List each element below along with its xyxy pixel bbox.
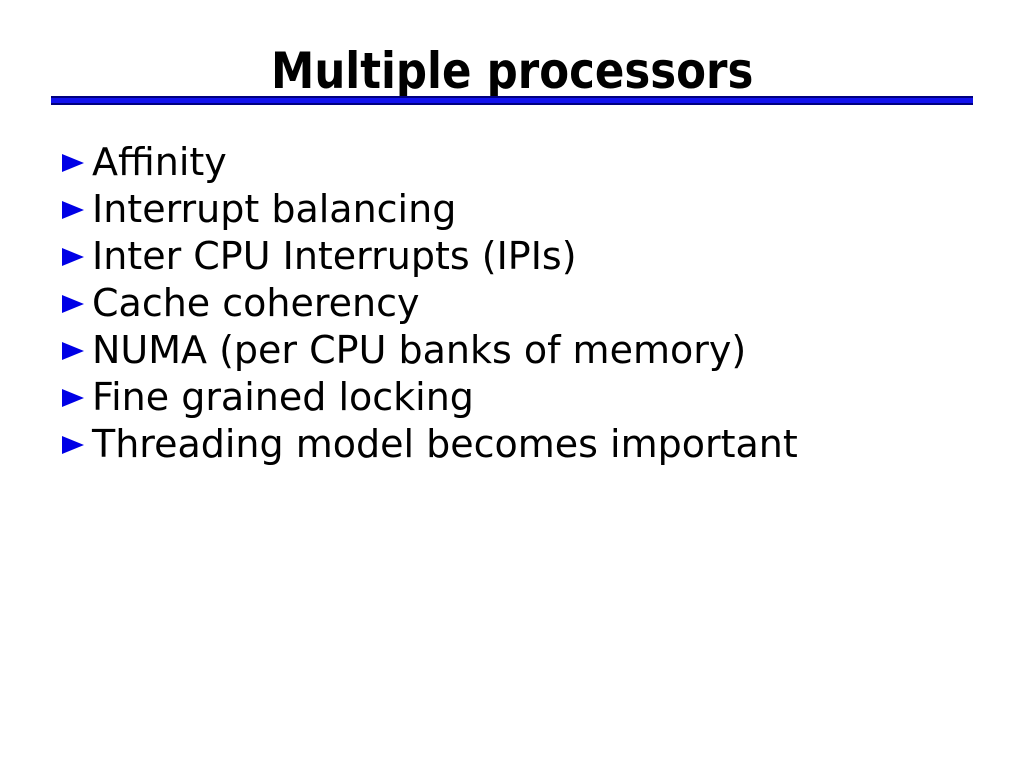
bullet-text: NUMA (per CPU banks of memory) — [92, 328, 747, 372]
page-title: Multiple processors — [0, 46, 1024, 96]
bullet-text: Affinity — [92, 140, 227, 184]
bullet-text: Fine grained locking — [92, 375, 474, 419]
list-item: Threading model becomes important — [62, 421, 798, 468]
bullet-text: Cache coherency — [92, 281, 420, 325]
list-item: Affinity — [62, 139, 798, 186]
list-item: Interrupt balancing — [62, 186, 798, 233]
bullet-triangle-icon — [62, 388, 84, 407]
bullet-triangle-icon — [62, 153, 84, 172]
bullet-list: Affinity Interrupt balancing Inter CPU I… — [62, 139, 798, 468]
list-item: Cache coherency — [62, 280, 798, 327]
list-item: Inter CPU Interrupts (IPIs) — [62, 233, 798, 280]
page-title-text: Multiple processors — [270, 42, 754, 100]
bullet-triangle-icon — [62, 247, 84, 266]
bullet-text: Inter CPU Interrupts (IPIs) — [92, 234, 577, 278]
bullet-triangle-icon — [62, 200, 84, 219]
bullet-text: Interrupt balancing — [92, 187, 457, 231]
list-item: NUMA (per CPU banks of memory) — [62, 327, 798, 374]
bullet-triangle-icon — [62, 435, 84, 454]
title-underline-rule — [51, 96, 973, 105]
bullet-text: Threading model becomes important — [92, 422, 798, 466]
bullet-triangle-icon — [62, 294, 84, 313]
list-item: Fine grained locking — [62, 374, 798, 421]
bullet-triangle-icon — [62, 341, 84, 360]
